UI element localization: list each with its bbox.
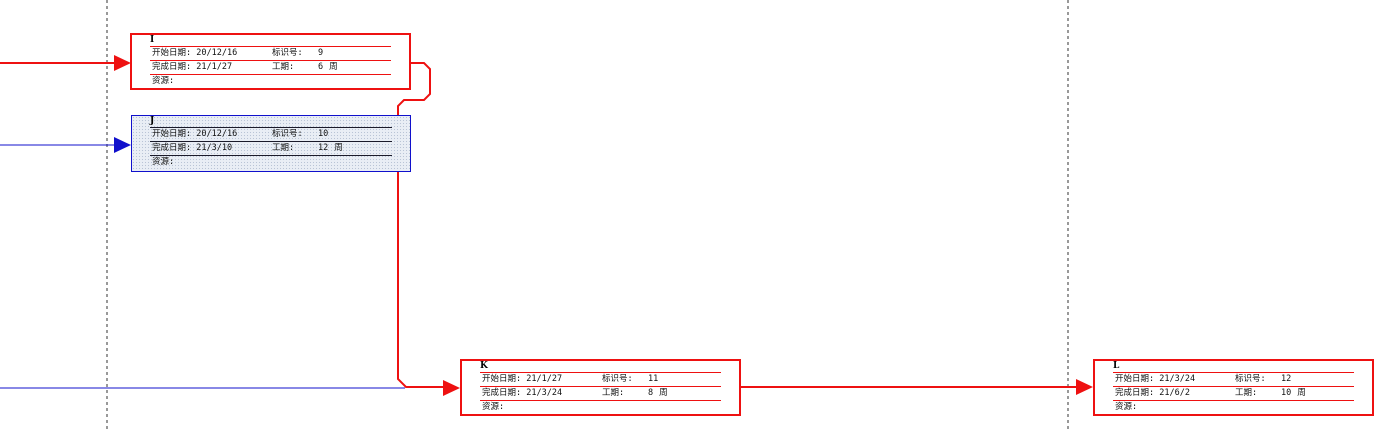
task-node-k[interactable]: K 开始日期: 21/1/27 标识号: 11 完成日期: 21/3/24 工期… [460,359,741,416]
resource-label: 资源: [1115,402,1138,412]
duration-value: 8 [648,388,654,398]
duration-label: 工期: [602,388,625,398]
task-name: I [150,35,155,45]
start-date: 21/1/27 [526,374,563,384]
finish-date: 21/1/27 [196,62,233,72]
duration-unit: 周 [1297,388,1306,398]
id-label: 标识号: [272,48,303,58]
resource-label: 资源: [482,402,505,412]
link-i-to-k-arrowhead [443,380,460,396]
start-label: 开始日期: [1115,374,1155,384]
task-node-j[interactable]: J 开始日期: 20/12/16 标识号: 10 完成日期: 21/3/10 工… [131,115,411,172]
resource-label: 资源: [152,157,175,167]
duration-value: 12 [318,143,329,153]
duration-label: 工期: [272,62,295,72]
duration-label: 工期: [272,143,295,153]
duration-unit: 周 [334,143,343,153]
resource-label: 资源: [152,76,175,86]
task-row-start: 开始日期: 21/1/27 标识号: 11 [480,372,721,386]
task-row-start: 开始日期: 20/12/16 标识号: 9 [150,46,391,60]
task-row-resource: 资源: [150,155,392,169]
finish-date: 21/6/2 [1159,388,1190,398]
link-into-i-arrowhead [114,55,131,71]
duration-unit: 周 [659,388,668,398]
task-id: 12 [1281,374,1292,384]
id-label: 标识号: [602,374,633,384]
duration-value: 10 [1281,388,1292,398]
start-label: 开始日期: [152,48,192,58]
link-k-to-l-arrowhead [1076,379,1093,395]
start-date: 20/12/16 [196,129,238,139]
task-name: J [150,116,155,126]
id-label: 标识号: [272,129,303,139]
task-row-finish: 完成日期: 21/3/10 工期: 12 周 [150,141,392,155]
task-row-start: 开始日期: 20/12/16 标识号: 10 [150,127,392,141]
finish-label: 完成日期: [1115,388,1155,398]
task-id: 11 [648,374,659,384]
link-i-to-k[interactable] [397,62,448,388]
finish-label: 完成日期: [482,388,522,398]
finish-label: 完成日期: [152,62,192,72]
duration-value: 6 [318,62,324,72]
task-row-resource: 资源: [1113,400,1354,414]
task-row-start: 开始日期: 21/3/24 标识号: 12 [1113,372,1354,386]
task-id: 9 [318,48,324,58]
task-id: 10 [318,129,329,139]
finish-date: 21/3/24 [526,388,563,398]
finish-date: 21/3/10 [196,143,233,153]
start-label: 开始日期: [152,129,192,139]
task-node-i[interactable]: I 开始日期: 20/12/16 标识号: 9 完成日期: 21/1/27 工期… [130,33,411,90]
id-label: 标识号: [1235,374,1266,384]
task-name: K [480,361,488,371]
duration-unit: 周 [329,62,338,72]
task-name: L [1113,361,1120,371]
start-date: 21/3/24 [1159,374,1196,384]
finish-label: 完成日期: [152,143,192,153]
duration-label: 工期: [1235,388,1258,398]
task-row-finish: 完成日期: 21/6/2 工期: 10 周 [1113,386,1354,400]
start-label: 开始日期: [482,374,522,384]
start-date: 20/12/16 [196,48,238,58]
task-row-resource: 资源: [150,74,391,88]
link-into-j-arrowhead [114,137,131,153]
task-node-l[interactable]: L 开始日期: 21/3/24 标识号: 12 完成日期: 21/6/2 工期:… [1093,359,1374,416]
task-row-resource: 资源: [480,400,721,414]
